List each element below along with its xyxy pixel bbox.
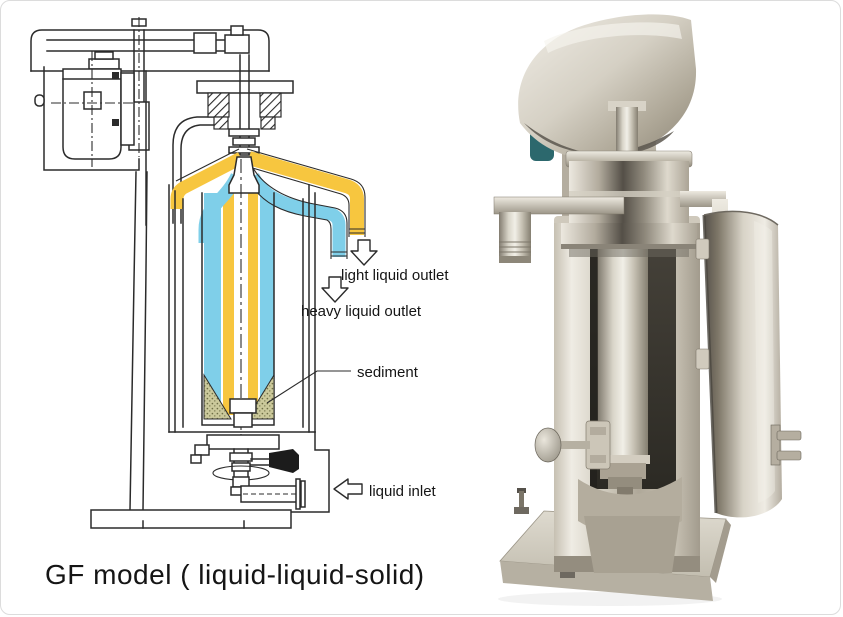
label-liquid-inlet: liquid inlet <box>369 483 437 500</box>
collector-drum <box>561 150 697 257</box>
label-heavy-liquid-outlet: heavy liquid outlet <box>301 303 422 320</box>
annotations: light liquid outlet heavy liquid outlet … <box>266 239 449 500</box>
door-open <box>695 210 802 518</box>
centrifuge-cross-section-diagram: light liquid outlet heavy liquid outlet … <box>30 17 449 529</box>
inlet-assembly <box>143 431 330 513</box>
sediment-deposit <box>203 373 275 428</box>
down-arrow-light-icon <box>350 239 378 266</box>
caption-model-name: GF model ( liquid-liquid-solid) <box>45 559 425 590</box>
bowl-casing <box>168 159 316 439</box>
centrifuge-photo <box>493 14 802 606</box>
sediment-leader-line <box>266 370 351 404</box>
latch-knob <box>534 420 611 470</box>
bowl-liquid-layers <box>204 193 274 415</box>
spindle-assembly <box>145 54 294 226</box>
motor <box>34 51 140 171</box>
down-arrow-heavy-icon <box>321 276 349 303</box>
left-arrow-inlet-icon <box>333 478 363 500</box>
label-light-liquid-outlet: light liquid outlet <box>341 267 449 284</box>
stand-base <box>90 171 292 529</box>
collector-flows <box>170 148 366 259</box>
casing-bottom <box>578 477 682 573</box>
label-sediment: sediment <box>357 364 419 381</box>
